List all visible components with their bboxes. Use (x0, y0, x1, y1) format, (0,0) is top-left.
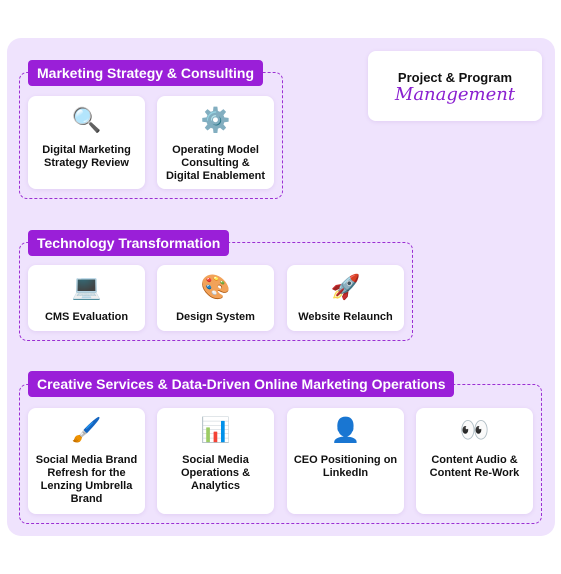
laptop-icon: 💻 (71, 274, 102, 301)
group-marketing-strategy-label: Marketing Strategy & Consulting (28, 60, 264, 86)
person-silhouette-icon: 👤 (330, 417, 361, 444)
card-label: Website Relaunch (298, 311, 393, 323)
card-digital-marketing-strategy-review: 🔍 Digital Marketing Strategy Review (28, 96, 145, 189)
group-creative-services-label: Creative Services & Data-Driven Online M… (28, 371, 455, 397)
paintbrush-icon: 🖌️ (71, 417, 102, 444)
card-cms-evaluation: 💻 CMS Evaluation (28, 265, 145, 331)
card-design-system: 🎨 Design System (157, 265, 274, 331)
card-label: Design System (176, 311, 255, 323)
card-label: Social Media Operations & Analytics (180, 454, 251, 492)
card-website-relaunch: 🚀 Website Relaunch (287, 265, 404, 331)
card-label: Operating Model Consulting & Digital Ena… (165, 144, 266, 182)
card-operating-model-consulting: ⚙️ Operating Model Consulting & Digital … (157, 96, 274, 189)
gear-icon: ⚙️ (200, 107, 231, 134)
project-program-management-box: Project & Program Management (368, 51, 542, 121)
card-content-audio: 👀 Content Audio & Content Re-Work (416, 408, 533, 514)
management-script-title: Management (394, 84, 516, 105)
card-label: Social Media Brand Refresh for the Lenzi… (35, 454, 138, 505)
group-technology-transformation-label: Technology Transformation (28, 230, 230, 256)
card-ceo-positioning: 👤 CEO Positioning on LinkedIn (287, 408, 404, 514)
card-label: CMS Evaluation (44, 311, 129, 323)
palette-icon: 🎨 (200, 274, 231, 301)
card-social-media-brand-refresh: 🖌️ Social Media Brand Refresh for the Le… (28, 408, 145, 514)
card-label: Content Audio & Content Re-Work (429, 454, 520, 479)
bar-chart-icon: 📊 (200, 417, 231, 444)
card-label: Digital Marketing Strategy Review (42, 144, 131, 169)
eyes-icon: 👀 (459, 417, 490, 444)
magnifier-icon: 🔍 (71, 107, 102, 134)
card-label: CEO Positioning on LinkedIn (293, 454, 398, 479)
project-program-title: Project & Program (397, 70, 513, 85)
card-social-media-operations: 📊 Social Media Operations & Analytics (157, 408, 274, 514)
rocket-icon: 🚀 (330, 274, 361, 301)
